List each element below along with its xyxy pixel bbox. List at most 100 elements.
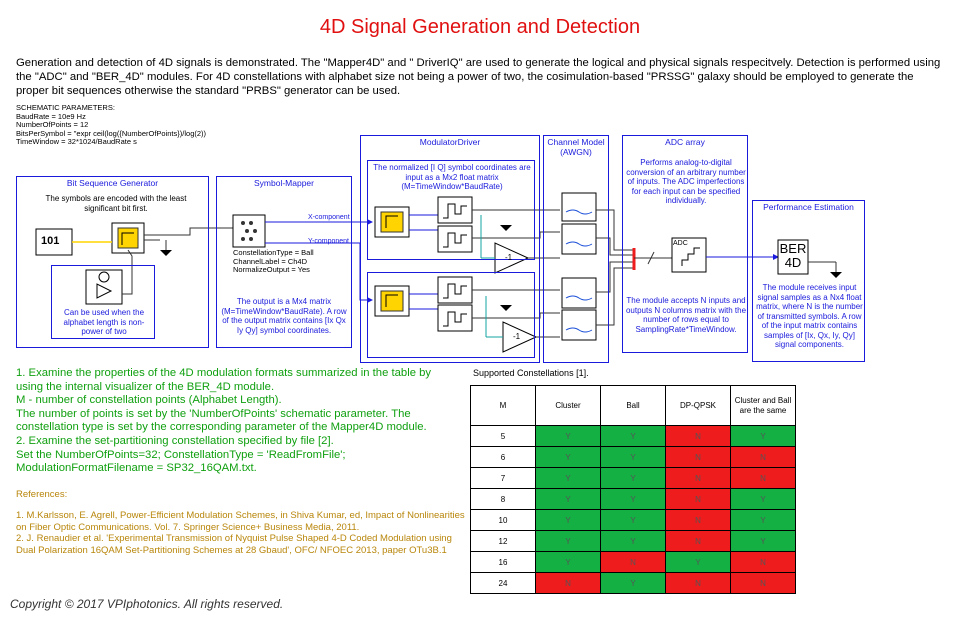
ber-4d-icon[interactable] (777, 239, 809, 275)
table-cell: Y (600, 425, 666, 447)
performance-estimation-box: Performance Estimation The module receiv… (752, 200, 865, 362)
param-line: TimeWindow = 32*1024/BaudRate s (16, 137, 137, 147)
table-cell: Y (600, 572, 666, 594)
instructions: 1. Examine the properties of the 4D modu… (16, 367, 456, 476)
table-cell: Y (535, 425, 601, 447)
multiplexer-icon (632, 248, 672, 270)
ber-icon-label: BER 4D (779, 242, 807, 270)
mapper-prop: ChannelLabel = Ch4D (233, 256, 308, 266)
table-cell: Y (600, 488, 666, 510)
page-title: 4D Signal Generation and Detection (319, 16, 641, 38)
col-header: M (470, 385, 536, 426)
table-cell: N (665, 467, 731, 489)
adc-array-box: ADC array Performs analog-to-digital con… (622, 135, 748, 353)
channel-model-box: Channel Model (AWGN) (543, 135, 609, 363)
driver-x-sub-box: The normalized [I Q] symbol coordinates … (367, 160, 535, 260)
instruction-line: ModulationFormatFilename = SP32_16QAM.tx… (16, 462, 257, 475)
table-cell: Y (665, 551, 731, 573)
bitgen-description: The symbols are encoded with the least s… (45, 194, 187, 213)
mapper-prop: NormalizeOutput = Yes (233, 265, 310, 274)
table-cell: Y (535, 530, 601, 552)
modulator-description: The normalized [I Q] symbol coordinates … (373, 163, 531, 191)
ber-icon-line2: 4D (784, 255, 802, 270)
cosim-prssg-icon[interactable] (85, 269, 123, 305)
inverter-y-label: -1 (513, 332, 521, 341)
schematic-parameters: SCHEMATIC PARAMETERS: BaudRate = 10e9 Hz… (16, 103, 207, 147)
table-cell: Y (600, 509, 666, 531)
prbs-icon[interactable] (35, 228, 73, 256)
table-cell: Y (535, 509, 601, 531)
table-cell-m: 16 (470, 551, 536, 573)
table-cell: Y (535, 467, 601, 489)
bit-buffer-icon[interactable] (111, 222, 145, 254)
col-header: DP-QPSK (665, 385, 731, 426)
x-component-label: X-component (308, 214, 350, 221)
table-cell: Y (730, 488, 796, 510)
driver-y-sub-box (367, 272, 535, 358)
table-cell: Y (730, 509, 796, 531)
instruction-line: Set the NumberOfPoints=32; Constellation… (16, 448, 346, 461)
table-cell: N (665, 425, 731, 447)
ber-icon-line1: BER (779, 241, 807, 256)
mapper-properties: ConstellationType = Ball ChannelLabel = … (233, 248, 314, 275)
box-title: ADC array (665, 137, 705, 147)
table-cell: N (535, 572, 601, 594)
table-cell: N (665, 446, 731, 468)
table-cell: Y (535, 488, 601, 510)
table-cell: N (665, 530, 731, 552)
awgn-channel-icons[interactable] (561, 192, 597, 341)
table-caption: Supported Constellations [1]. (473, 368, 589, 378)
col-header: Cluster (535, 385, 601, 426)
references-heading: References: (16, 489, 68, 500)
table-cell: N (730, 446, 796, 468)
box-title: Performance Estimation (763, 202, 854, 212)
param-line: BaudRate = 10e9 Hz (16, 111, 86, 121)
box-title: ModulatorDriver (419, 137, 481, 147)
table-cell: Y (600, 446, 666, 468)
driver-y-icon[interactable] (374, 285, 410, 317)
table-cell: N (665, 509, 731, 531)
param-line: BitsPerSymbol = "expr ceil(log({NumberOf… (16, 128, 207, 138)
instruction-line: 1. Examine the properties of the 4D modu… (16, 367, 432, 393)
adc-icon[interactable] (671, 237, 707, 273)
table-cell-m: 10 (470, 509, 536, 531)
adc-icon-label: ADC (673, 240, 688, 247)
y-component-label: Y-component (308, 238, 349, 245)
table-cell: N (730, 467, 796, 489)
table-cell: N (730, 572, 796, 594)
ber-description: The module receives input signal samples… (756, 283, 863, 349)
prssg-note: Can be used when the alphabet length is … (63, 308, 145, 336)
constellation-table: M Cluster Ball DP-QPSK Cluster and Ball … (470, 385, 796, 594)
table-cell-m: 6 (470, 446, 536, 468)
param-line: NumberOfPoints = 12 (16, 120, 89, 130)
adc-note: The module accepts N inputs and outputs … (625, 296, 747, 334)
table-cell: Y (535, 446, 601, 468)
table-cell: Y (730, 530, 796, 552)
table-header-row: M Cluster Ball DP-QPSK Cluster and Ball … (470, 385, 796, 426)
intro-text: Generation and detection of 4D signals i… (16, 57, 941, 97)
box-title: Bit Sequence Generator (66, 178, 159, 188)
driver-x-icon[interactable] (374, 206, 410, 238)
pulse-shaper-icon[interactable] (437, 196, 473, 332)
copyright: Copyright © 2017 VPIphotonics. All right… (10, 597, 284, 611)
table-cell: N (730, 551, 796, 573)
table-cell: N (600, 551, 666, 573)
instruction-line: M - number of constellation points (Alph… (16, 394, 282, 407)
mapper4d-icon[interactable] (232, 214, 266, 248)
table-cell-m: 8 (470, 488, 536, 510)
box-title: Channel Model (AWGN) (547, 137, 605, 157)
mapper-description: The output is a Mx4 matrix (M=TimeWindow… (221, 297, 347, 335)
table-cell-m: 12 (470, 530, 536, 552)
table-cell-m: 7 (470, 467, 536, 489)
reference-item: 1. M.Karlsson, E. Agrell, Power-Efficien… (16, 510, 465, 533)
mapper-prop: ConstellationType = Ball (233, 248, 314, 257)
prbs-icon-label: 101 (41, 235, 60, 247)
